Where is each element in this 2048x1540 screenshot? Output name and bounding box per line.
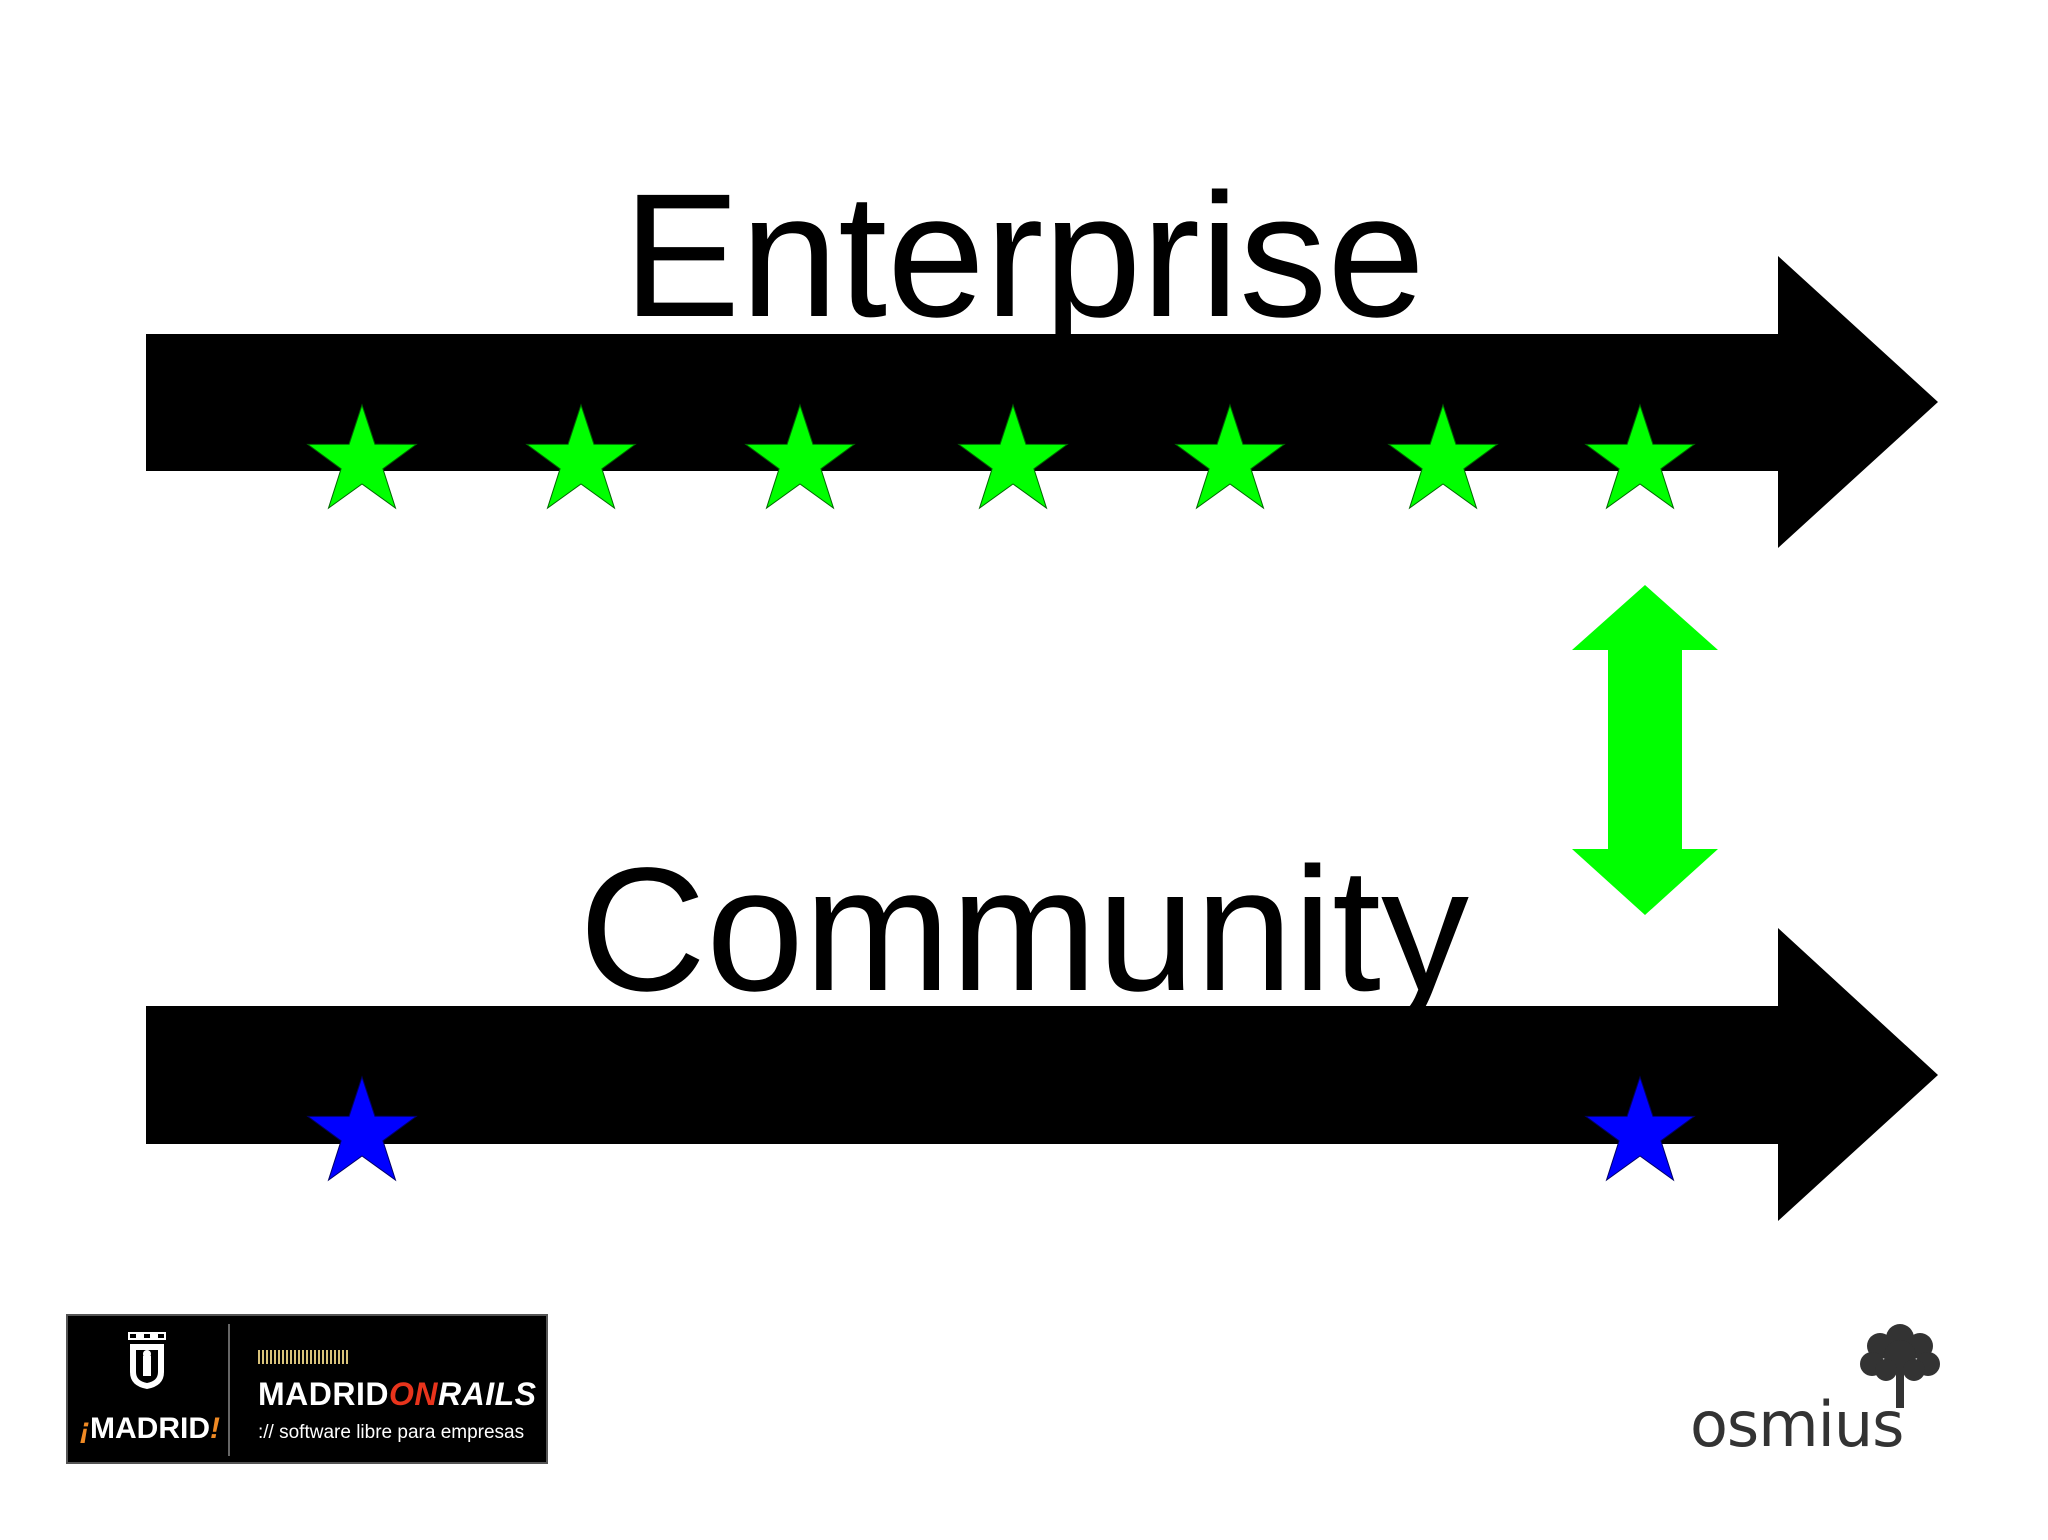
enterprise-star-icon	[1387, 403, 1499, 510]
sync-double-arrow	[1572, 585, 1718, 915]
madrid-crest-icon	[128, 1332, 166, 1389]
enterprise-label: Enterprise	[622, 158, 1426, 354]
enterprise-star-icon	[525, 403, 637, 510]
community-arrow	[146, 928, 1938, 1221]
madrid-on-rails-logo: ¡MADRID! MADRIDONRAILS :// software libr…	[66, 1314, 548, 1464]
enterprise-arrow	[146, 256, 1938, 548]
community-label: Community	[579, 832, 1469, 1028]
madrid-on-rails-tagline: :// software libre para empresas	[258, 1422, 525, 1443]
osmius-logo: osmius	[1690, 1316, 1950, 1466]
madrid-on-rails-title: MADRIDONRAILS	[258, 1376, 537, 1412]
osmius-wordmark: osmius	[1690, 1388, 1904, 1461]
logo-divider	[228, 1324, 230, 1456]
enterprise-stars	[306, 403, 1696, 510]
community-stars	[306, 1075, 1696, 1182]
enterprise-star-icon	[1174, 403, 1286, 510]
community-star-icon	[306, 1075, 418, 1182]
madrid-logo-text: ¡MADRID!	[80, 1412, 220, 1445]
enterprise-star-icon	[744, 403, 856, 510]
barcode-icon	[258, 1350, 348, 1364]
enterprise-star-icon	[1584, 403, 1696, 510]
community-star-icon	[1584, 1075, 1696, 1182]
tree-icon	[1860, 1324, 1940, 1408]
enterprise-star-icon	[306, 403, 418, 510]
enterprise-star-icon	[957, 403, 1069, 510]
